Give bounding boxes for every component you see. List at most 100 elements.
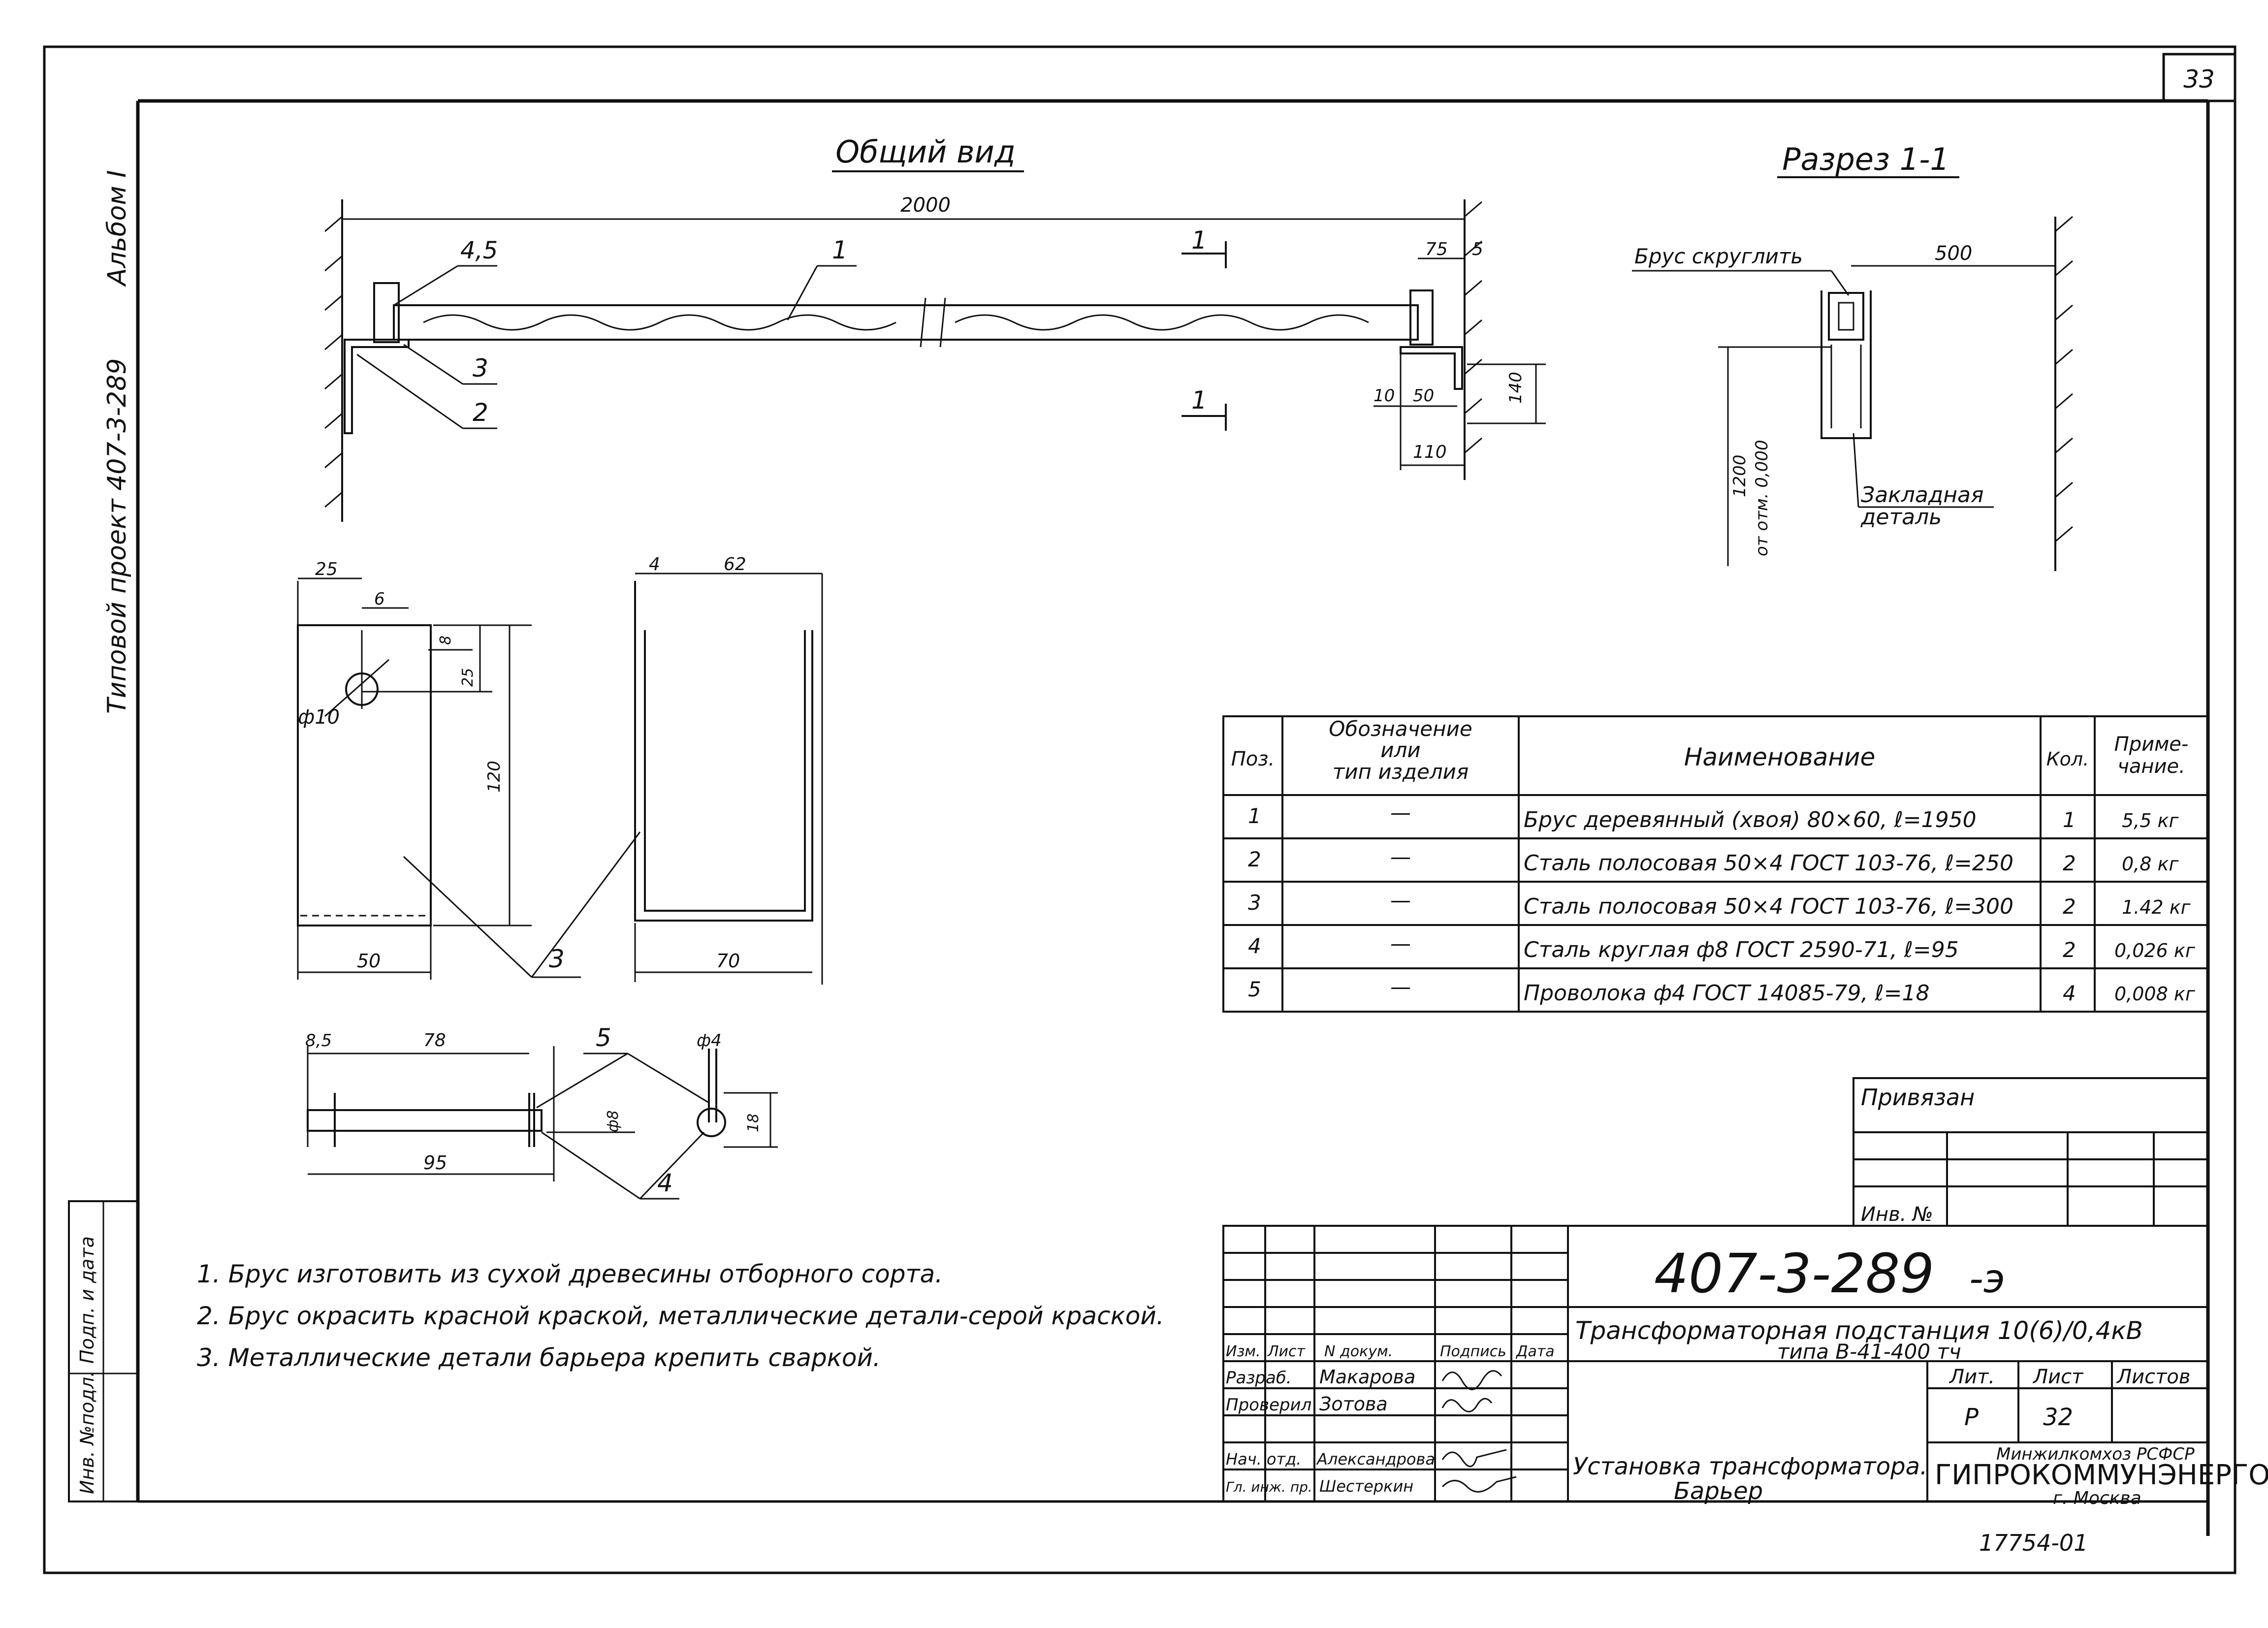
tb-name: Макарова — [1319, 1366, 1415, 1388]
lit-label: Лит. — [1949, 1366, 1995, 1388]
tb-col-date: Дата — [1515, 1343, 1555, 1360]
section-marker-top: 1 — [1191, 226, 1207, 255]
binding-inv: Инв. №подл. — [76, 1371, 98, 1494]
note-1: 1. Брус изготовить из сухой древесины от… — [197, 1260, 943, 1288]
round-note: Брус скруглить — [1634, 244, 1803, 268]
spec-row-qty: 2 — [2063, 894, 2076, 919]
right-bracket — [1400, 346, 1463, 390]
tb-col-list: Лист — [1267, 1343, 1306, 1360]
spec-row-note: 0,008 кг — [2114, 983, 2196, 1005]
embedded-part-label-2: деталь — [1860, 505, 1942, 530]
spec-row-pos: 3 — [1248, 891, 1261, 915]
drawing-name-1: Установка трансформатора. — [1573, 1453, 1927, 1480]
spec-row-qty: 4 — [2063, 981, 2076, 1005]
sheet-value: 32 — [2043, 1404, 2073, 1431]
spec-row-pos: 5 — [1248, 977, 1261, 1001]
pos-2: 2 — [473, 398, 488, 427]
dim-phi4: ф4 — [697, 1031, 722, 1051]
spec-row-qty: 1 — [2063, 808, 2076, 832]
dim-10: 10 — [1374, 386, 1395, 406]
spec-header-pos: Поз. — [1231, 748, 1275, 770]
drawing-name-2: Барьер — [1674, 1477, 1763, 1505]
tb-role: Гл. инж. пр. — [1226, 1479, 1312, 1495]
spec-row: 4 — Сталь круглая ф8 ГОСТ 2590-71, ℓ=95 … — [1248, 931, 2196, 962]
spec-row-designation: — — [1390, 931, 1411, 956]
dim-18: 18 — [745, 1114, 762, 1132]
tb-name: Зотова — [1319, 1393, 1388, 1415]
dim-95: 95 — [423, 1152, 447, 1174]
org-top: Минжилкомхоз РСФСР — [1996, 1444, 2195, 1464]
dim-8: 8 — [437, 636, 454, 645]
pos-1: 1 — [832, 236, 848, 264]
tb-name: Шестеркин — [1319, 1477, 1413, 1496]
elev-1200: 1200 — [1730, 454, 1750, 497]
spec-row-note: 0,8 кг — [2122, 853, 2179, 875]
rod-detail — [307, 1109, 543, 1132]
dim-120: 120 — [484, 761, 504, 793]
doc-suffix: -э — [1969, 1256, 2005, 1302]
spec-table — [1222, 715, 2209, 1013]
spec-row-designation: — — [1390, 845, 1411, 869]
spec-row: 5 — Проволока ф4 ГОСТ 14085-79, ℓ=18 4 0… — [1248, 975, 2196, 1006]
spec-row-qty: 2 — [2063, 851, 2076, 875]
note-2: 2. Брус окрасить красной краской, металл… — [197, 1302, 1164, 1330]
spec-header-name: Наименование — [1684, 743, 1876, 771]
binding-box-inv: Инв. № — [1861, 1203, 1933, 1226]
left-holder — [373, 282, 400, 343]
dim-62: 62 — [724, 554, 746, 575]
spec-header-note-2: чание. — [2117, 755, 2185, 778]
title-block — [1222, 1225, 2209, 1502]
project-name-2: типа В-41-400 тч — [1777, 1340, 1961, 1364]
dim-4: 4 — [649, 554, 660, 575]
tb-col-izm: Изм. — [1226, 1343, 1261, 1360]
dim-25: 25 — [315, 559, 338, 579]
dim-78: 78 — [423, 1030, 446, 1051]
dim-75: 75 — [1425, 239, 1448, 259]
spec-header-designation-3: тип изделия — [1333, 760, 1469, 784]
tb-role: Проверил — [1226, 1395, 1311, 1415]
binding-box-title: Привязан — [1861, 1084, 1975, 1111]
dim-phi8: ф8 — [605, 1110, 622, 1132]
page-number: 33 — [2183, 65, 2215, 94]
tb-role: Разраб. — [1226, 1368, 1292, 1388]
rod-section — [697, 1108, 726, 1137]
dim-5: 5 — [1472, 239, 1483, 259]
spec-row-designation: — — [1390, 800, 1411, 825]
pos-3: 3 — [473, 354, 488, 383]
tb-col-sign: Подпись — [1440, 1343, 1506, 1360]
dim-85: 8,5 — [305, 1031, 332, 1051]
section-marker-bottom: 1 — [1191, 386, 1207, 415]
dim-110: 110 — [1413, 442, 1447, 462]
dim-6: 6 — [374, 589, 385, 609]
spec-row-name: Сталь полосовая 50×4 ГОСТ 103-76, ℓ=250 — [1524, 851, 2013, 876]
spec-row-designation: — — [1390, 975, 1411, 999]
spec-row-note: 0,026 кг — [2114, 940, 2196, 961]
tb-col-doc: N докум. — [1324, 1343, 1393, 1360]
section-beam — [1828, 292, 1864, 341]
spec-row-note: 1.42 кг — [2122, 896, 2191, 918]
spec-row: 1 — Брус деревянный (хвоя) 80×60, ℓ=1950… — [1248, 800, 2179, 832]
sheet-label: Лист — [2032, 1366, 2084, 1388]
binding-sign: Подп. и дата — [76, 1236, 98, 1364]
doc-code: 407-3-289 — [1654, 1242, 1934, 1305]
section-title: Разрез 1-1 — [1782, 141, 1949, 177]
plate-detail — [297, 624, 432, 926]
dim-25b: 25 — [459, 668, 477, 687]
pos-45: 4,5 — [460, 237, 498, 264]
signatures — [1441, 1370, 1517, 1493]
section-bracket — [1821, 290, 1872, 439]
general-view-title: Общий вид — [835, 134, 1015, 170]
spec-row-pos: 1 — [1248, 804, 1261, 828]
lit-value: Р — [1964, 1404, 1979, 1431]
org-city: г. Москва — [2053, 1488, 2141, 1508]
detail-pos-3: 3 — [549, 945, 565, 973]
spec-row-pos: 2 — [1248, 847, 1261, 871]
dim-70: 70 — [716, 950, 740, 972]
page-number-box — [2162, 53, 2236, 102]
spec-row-pos: 4 — [1248, 934, 1261, 958]
spec-row-designation: — — [1390, 888, 1411, 912]
spec-row-name: Сталь полосовая 50×4 ГОСТ 103-76, ℓ=300 — [1524, 894, 2013, 919]
sheets-label: Листов — [2116, 1366, 2190, 1388]
org-name: ГИПРОКОММУНЭНЕРГО — [1935, 1459, 2268, 1491]
dim-2000: 2000 — [900, 194, 951, 217]
